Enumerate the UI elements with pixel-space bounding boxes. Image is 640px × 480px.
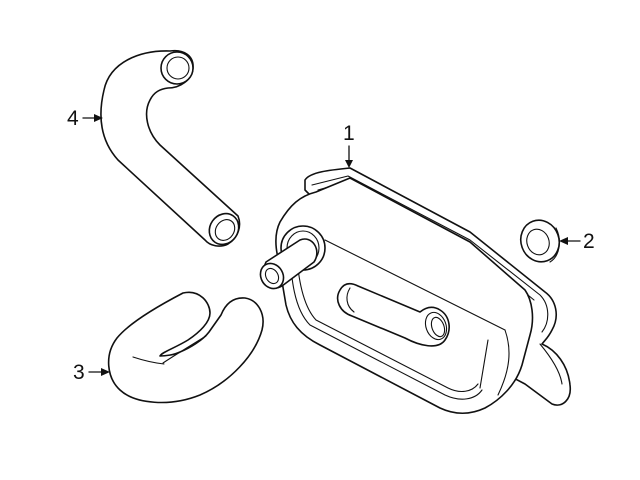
callout-label-3: 3: [73, 361, 85, 384]
upper-hose: [100, 49, 241, 247]
oil-cooler: [259, 167, 572, 415]
arrowhead-1: [345, 160, 353, 168]
arrowhead-4: [94, 114, 103, 122]
arrowhead-2: [559, 237, 568, 245]
seal-ring: [519, 219, 561, 263]
lower-hose: [107, 291, 264, 404]
leader-lines: [82, 114, 581, 376]
callout-label-2: 2: [583, 230, 595, 253]
callout-label-4: 4: [67, 107, 79, 130]
arrowhead-3: [101, 368, 110, 376]
callout-label-1: 1: [343, 122, 355, 145]
